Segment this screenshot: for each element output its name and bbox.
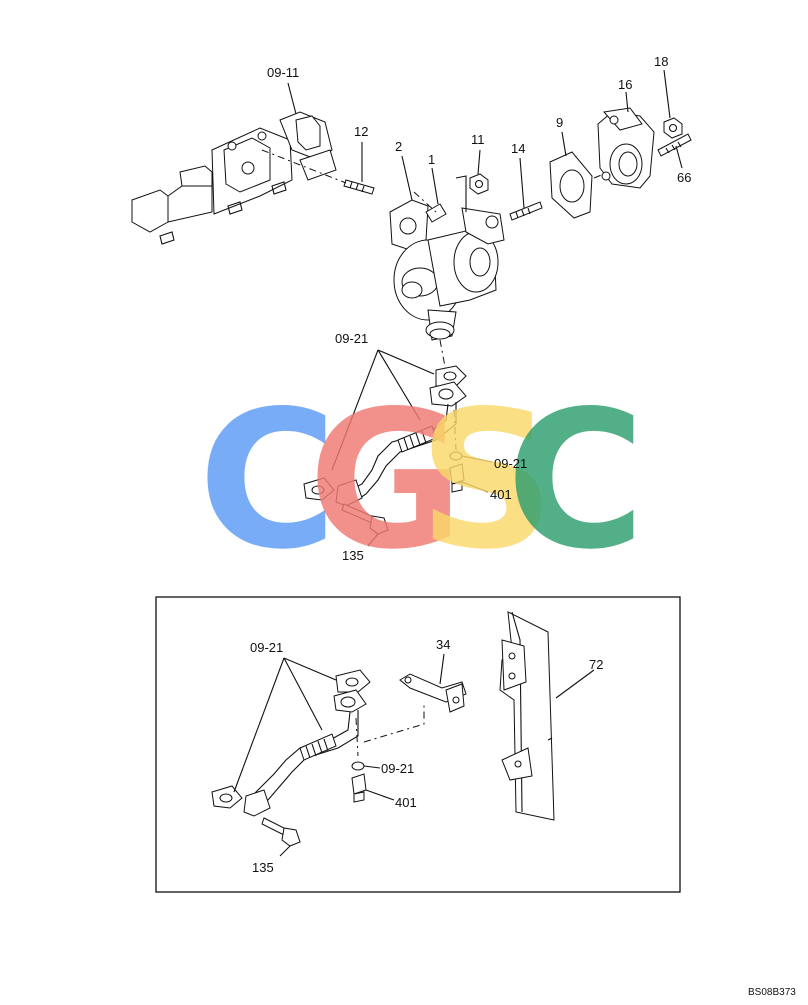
nut-11-part [455, 149, 489, 212]
oil-pipe-upper-part [303, 349, 467, 507]
label-34: 34 [436, 637, 450, 652]
label-2: 2 [395, 139, 402, 154]
label-14: 14 [511, 141, 525, 156]
bracket-34-part [363, 653, 467, 743]
bolt-401-inset-part [351, 773, 395, 803]
nut-18-part [663, 69, 683, 139]
label-135-upper: 135 [342, 548, 364, 563]
watermark-letter-g: G [308, 370, 464, 591]
inset-frame [155, 596, 681, 893]
label-401-upper: 401 [490, 487, 512, 502]
label-09-21-upper-washer: 09-21 [494, 456, 527, 471]
label-401-inset: 401 [395, 795, 417, 810]
figure-code: BS08B373 [748, 987, 796, 998]
bolt-135-upper-part [341, 503, 389, 547]
bolt-135-inset-part [261, 817, 301, 857]
gasket-9-part [549, 131, 593, 219]
cgsc-watermark-logo: C G S C [198, 370, 645, 591]
label-9: 9 [556, 115, 563, 130]
heat-shield-72-part [499, 611, 595, 821]
label-11: 11 [471, 132, 485, 147]
bolt-401-upper-part [449, 463, 489, 493]
label-1: 1 [428, 152, 435, 167]
label-09-21-upper: 09-21 [335, 331, 368, 346]
oil-pipe-inset-part [211, 657, 371, 817]
stud-66-part [657, 133, 692, 169]
exhaust-manifold-part [131, 82, 337, 245]
label-16: 16 [618, 77, 632, 92]
label-135-inset: 135 [252, 860, 274, 875]
washer-inset-part [351, 761, 381, 771]
watermark-letter-c2: C [506, 370, 645, 591]
stud-14-part [509, 157, 543, 221]
watermark-letter-s: S [418, 370, 555, 591]
label-09-11: 09-11 [267, 65, 299, 80]
callout-labels: 09-11 12 2 1 11 14 9 16 18 66 09-21 09-2… [250, 54, 796, 998]
washer-upper-part [449, 451, 493, 463]
elbow-16-part [593, 91, 655, 189]
turbocharger-part [393, 167, 505, 373]
label-09-21-inset: 09-21 [250, 640, 283, 655]
watermark-letter-c1: C [198, 370, 337, 591]
stud-12-part [261, 142, 375, 195]
gasket-2-part [389, 155, 429, 251]
label-12: 12 [354, 124, 368, 139]
label-18: 18 [654, 54, 668, 69]
label-66: 66 [677, 170, 691, 185]
label-09-21-inset-washer: 09-21 [381, 761, 414, 776]
label-72: 72 [589, 657, 603, 672]
